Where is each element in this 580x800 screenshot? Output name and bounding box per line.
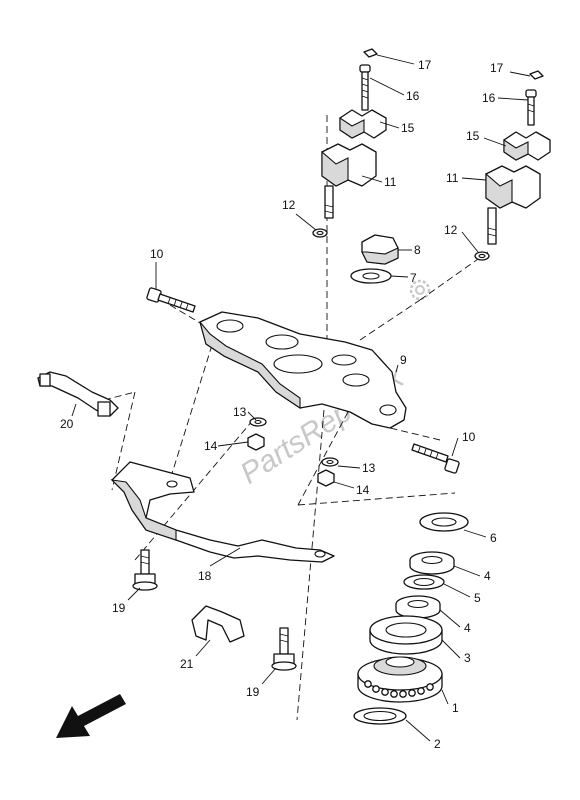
nut-8 — [361, 234, 399, 265]
callout-labels: 17 16 15 11 12 10 8 7 9 13 14 13 14 17 1… — [60, 58, 504, 751]
callout-21: 21 — [180, 657, 194, 671]
assembly-line — [297, 492, 456, 506]
assembly-line — [419, 251, 489, 301]
nut-14-right — [317, 469, 335, 487]
bolt-10-lower — [411, 443, 460, 474]
callout-4: 4 — [484, 569, 491, 583]
assembly-line — [296, 409, 325, 721]
bolt-10-upper — [146, 287, 196, 313]
callout-8: 8 — [414, 243, 421, 257]
bolt-16-right — [525, 89, 537, 126]
callout-7: 7 — [410, 271, 417, 285]
seal-6 — [419, 512, 469, 532]
assembly-line — [389, 427, 441, 441]
callout-20: 20 — [60, 417, 74, 431]
clip-21 — [191, 605, 245, 643]
bolt-19-left — [132, 549, 158, 591]
callout-19: 19 — [112, 601, 126, 615]
callout-14: 14 — [204, 439, 218, 453]
callout-9: 9 — [400, 353, 407, 367]
cap-17-right — [529, 70, 544, 80]
upper-holder-15-right — [503, 131, 551, 161]
nut-14-left — [247, 433, 265, 451]
callout-12: 12 — [282, 198, 296, 212]
callout-11: 11 — [384, 175, 397, 189]
callout-10: 10 — [150, 247, 164, 261]
callout-3: 3 — [464, 651, 471, 665]
callout-2: 2 — [434, 737, 441, 751]
washer-12-right — [474, 251, 490, 261]
leader-lines — [71, 54, 531, 742]
direction-arrow-icon — [56, 694, 126, 738]
seal-2 — [353, 707, 407, 725]
bolt-16-left — [359, 64, 371, 111]
callout-11: 11 — [446, 171, 459, 185]
upper-bracket-9 — [199, 311, 407, 429]
ring-nut-4-upper — [409, 551, 455, 575]
bearing-1 — [357, 656, 443, 703]
callout-16: 16 — [482, 91, 496, 105]
washer-5 — [403, 574, 445, 590]
gear-icon — [409, 279, 431, 301]
assembly-line — [297, 411, 349, 506]
upper-holder-15-left — [339, 109, 387, 139]
callout-14: 14 — [356, 483, 370, 497]
assembly-line — [359, 299, 421, 341]
callout-18: 18 — [198, 569, 212, 583]
callout-4: 4 — [464, 621, 471, 635]
washer-12-left — [312, 228, 328, 238]
lower-holder-11-right — [485, 165, 541, 245]
washer-7 — [350, 268, 392, 284]
callout-5: 5 — [474, 591, 481, 605]
callout-19: 19 — [246, 685, 260, 699]
callout-15: 15 — [401, 121, 415, 135]
callout-17: 17 — [418, 58, 432, 72]
callout-1: 1 — [452, 701, 459, 715]
assembly-line — [111, 391, 136, 491]
callout-15: 15 — [466, 129, 480, 143]
callout-10: 10 — [462, 430, 476, 444]
callout-6: 6 — [490, 531, 497, 545]
clamp-20 — [37, 371, 119, 417]
bolt-19-right — [271, 627, 297, 671]
assembly-line — [169, 344, 213, 481]
callout-12: 12 — [444, 223, 458, 237]
callout-17: 17 — [490, 61, 504, 75]
stay-18 — [110, 461, 335, 563]
callout-13: 13 — [362, 461, 376, 475]
bearing-race-3 — [369, 615, 443, 655]
washer-13-left — [249, 417, 267, 427]
callout-16: 16 — [406, 89, 420, 103]
lower-holder-11-left — [321, 143, 377, 219]
callout-13: 13 — [233, 405, 247, 419]
cap-17-left — [363, 48, 378, 58]
washer-13-right — [321, 457, 339, 467]
assembly-line — [103, 391, 136, 401]
assembly-line — [169, 304, 213, 331]
ring-nut-4-lower — [395, 595, 441, 619]
